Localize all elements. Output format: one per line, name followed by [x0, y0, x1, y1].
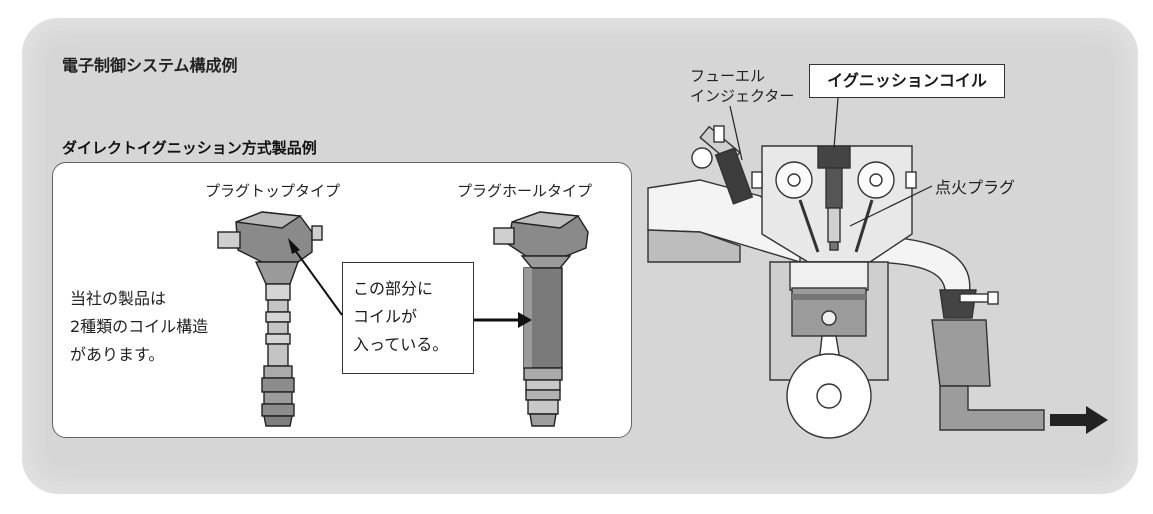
callout-line-1: この部分に [353, 279, 434, 298]
plug-top-coil [217, 211, 323, 427]
callout-arrows [288, 238, 532, 328]
fuel-injector-line-1: フューエル [690, 67, 766, 85]
exhaust-arrow [1050, 406, 1108, 434]
engine-cross-section [647, 125, 1045, 439]
leader-lines [729, 97, 933, 227]
plug-top-type-label: プラグトップタイプ [205, 182, 341, 200]
callout-line-3: 入っている。 [353, 335, 449, 354]
description-line-2: 2種類のコイル構造 [70, 317, 209, 336]
description-line-1: 当社の製品は [70, 289, 167, 308]
callout-line-2: コイルが [353, 307, 418, 326]
description-line-3: があります。 [70, 345, 165, 364]
fuel-injector-label: フューエル インジェクター [690, 66, 794, 106]
diagram-title: 電子制御システム構成例 [62, 56, 238, 75]
coil-callout-box: この部分に コイルが 入っている。 [342, 262, 474, 374]
description-text: 当社の製品は 2種類のコイル構造 があります。 [70, 285, 208, 369]
spark-plug-label: 点火プラグ [935, 178, 1016, 197]
plug-hole-type-label: プラグホールタイプ [457, 182, 593, 200]
ignition-coil-label: イグニッションコイル [809, 64, 1005, 98]
fuel-injector-line-2: インジェクター [690, 87, 795, 105]
diagram-subtitle: ダイレクトイグニッション方式製品例 [62, 139, 317, 157]
